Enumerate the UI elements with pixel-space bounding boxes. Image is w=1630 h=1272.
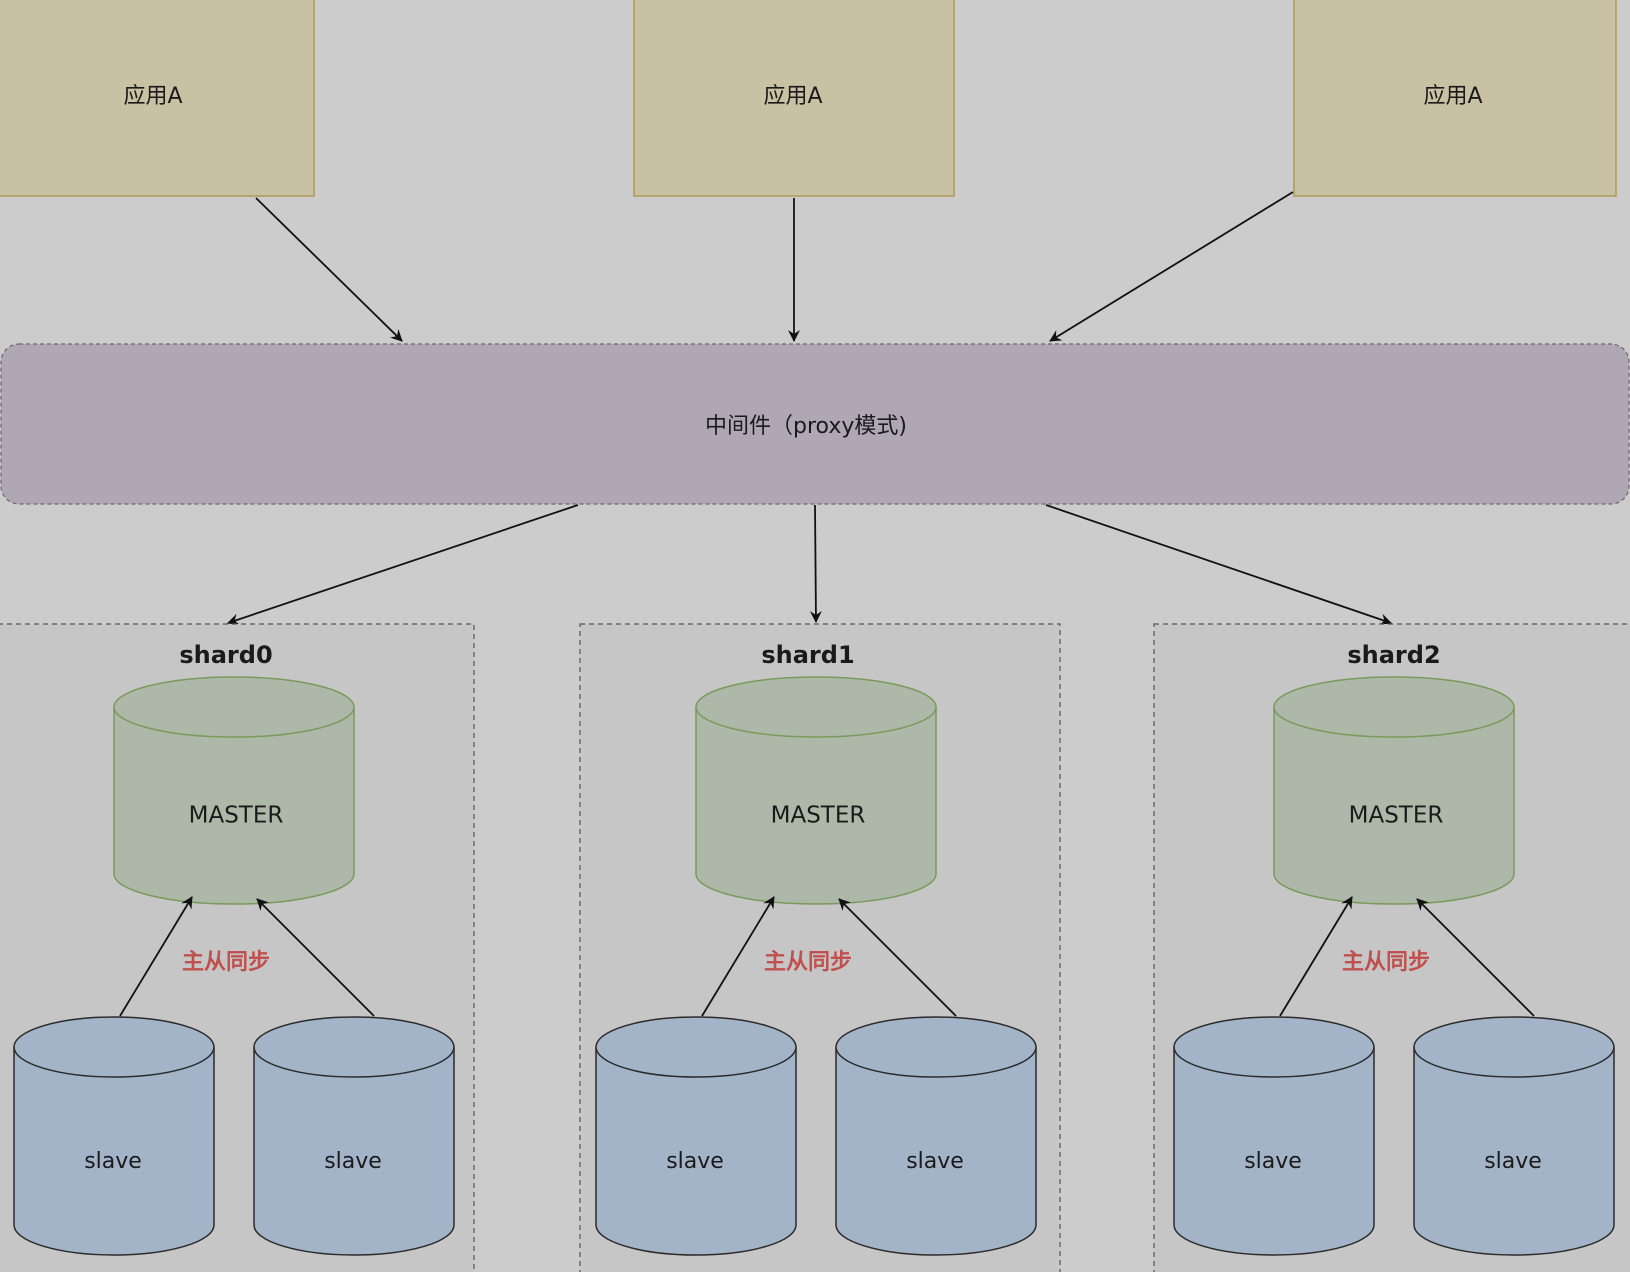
master-label: MASTER <box>1349 803 1444 829</box>
app-label: 应用A <box>1423 84 1482 109</box>
shard-title: shard0 <box>179 641 272 669</box>
master-db: MASTER <box>1273 676 1515 905</box>
slave-db: slave <box>253 1016 455 1256</box>
slave-db: slave <box>13 1016 215 1256</box>
master-label: MASTER <box>189 803 284 829</box>
master-db: MASTER <box>695 676 937 905</box>
app-box-2: 应用A <box>633 0 955 197</box>
slave-label: slave <box>1484 1149 1542 1174</box>
app-label: 应用A <box>123 84 182 109</box>
shard-title: shard1 <box>761 641 854 669</box>
slave-label: slave <box>324 1149 382 1174</box>
sync-label: 主从同步 <box>764 949 852 975</box>
arrow-proxy-to-shard2 <box>1045 504 1392 626</box>
master-db: MASTER <box>113 676 355 905</box>
sync-arrow-left <box>119 896 193 1017</box>
arrow-app3-to-proxy <box>1049 191 1294 342</box>
arrow-proxy-to-shard0 <box>227 504 579 626</box>
slave-db: slave <box>1413 1016 1615 1256</box>
shard-0: shard0 MASTER 主从同步 slave slave <box>0 623 475 1272</box>
app-label: 应用A <box>763 84 822 109</box>
shard-2: shard2 MASTER 主从同步 slave slave <box>1153 623 1630 1272</box>
proxy-box: 中间件（proxy模式) <box>0 343 1630 505</box>
sync-label: 主从同步 <box>182 949 270 975</box>
shard-1: shard1 MASTER 主从同步 slave slave <box>579 623 1061 1272</box>
proxy-label: 中间件（proxy模式) <box>705 414 907 439</box>
sync-arrow-right <box>256 898 375 1017</box>
master-label: MASTER <box>771 803 866 829</box>
app-box-3: 应用A <box>1293 0 1617 197</box>
shard-title: shard2 <box>1347 641 1440 669</box>
slave-label: slave <box>906 1149 964 1174</box>
sync-arrow-left <box>1279 896 1353 1017</box>
sync-arrow-right <box>838 898 957 1017</box>
slave-label: slave <box>1244 1149 1302 1174</box>
slave-label: slave <box>666 1149 724 1174</box>
app-box-1: 应用A <box>0 0 315 197</box>
slave-db: slave <box>1173 1016 1375 1256</box>
arrow-proxy-to-shard1 <box>809 504 822 623</box>
slave-label: slave <box>84 1149 142 1174</box>
sync-label: 主从同步 <box>1342 949 1430 975</box>
slave-db: slave <box>595 1016 797 1256</box>
arrow-app1-to-proxy <box>255 197 403 342</box>
slave-db: slave <box>835 1016 1037 1256</box>
sync-arrow-right <box>1416 898 1535 1017</box>
sync-arrow-left <box>701 896 775 1017</box>
